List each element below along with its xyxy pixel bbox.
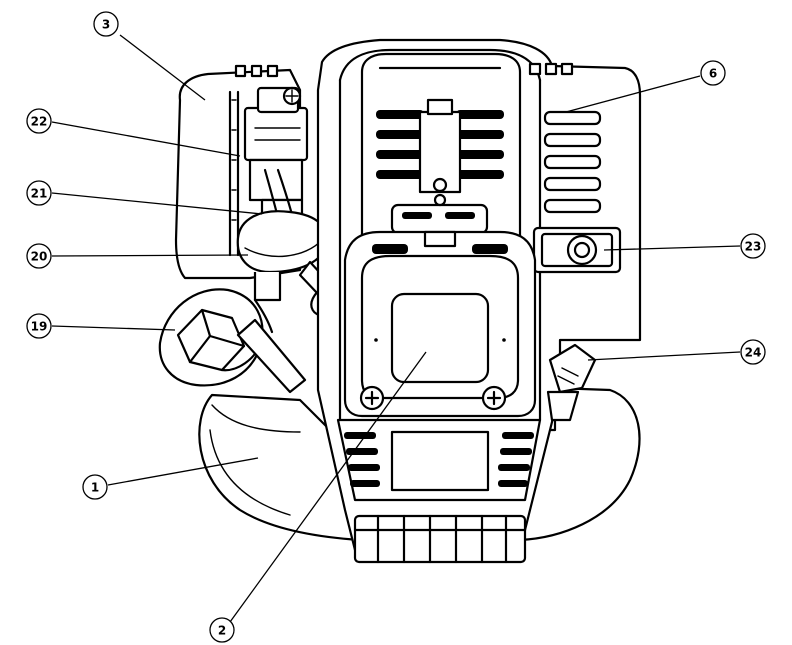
callout-20: 20: [26, 243, 52, 269]
throttle-lever: [546, 343, 597, 422]
callout-6-label: 6: [709, 67, 717, 81]
callout-1: 1: [82, 474, 108, 500]
clutch-housing: [353, 514, 527, 564]
leader-lines: [51, 34, 741, 623]
fuel-cap: [158, 288, 307, 394]
callout-3-label: 3: [102, 18, 110, 32]
callout-20-label: 20: [31, 250, 48, 264]
stop-switch: [532, 226, 622, 274]
callout-6: 6: [700, 60, 726, 86]
callout-19-label: 19: [31, 320, 48, 334]
callout-1-label: 1: [91, 481, 99, 495]
lower-shroud: [336, 418, 542, 502]
callout-22-label: 22: [31, 115, 48, 129]
cooling-grille: [360, 52, 522, 240]
callout-2-label: 2: [218, 624, 226, 638]
callout-21-label: 21: [31, 187, 48, 201]
callout-19: 19: [26, 313, 52, 339]
cylinder-fins: [528, 62, 602, 214]
callout-3: 3: [93, 11, 119, 37]
callout-24: 24: [740, 339, 766, 365]
callout-24-label: 24: [745, 346, 762, 360]
callout-21: 21: [26, 180, 52, 206]
recoil-starter-cover: [343, 230, 537, 418]
callout-2: 2: [209, 617, 235, 643]
callout-23: 23: [740, 233, 766, 259]
callout-23-label: 23: [745, 240, 762, 254]
callout-22: 22: [26, 108, 52, 134]
